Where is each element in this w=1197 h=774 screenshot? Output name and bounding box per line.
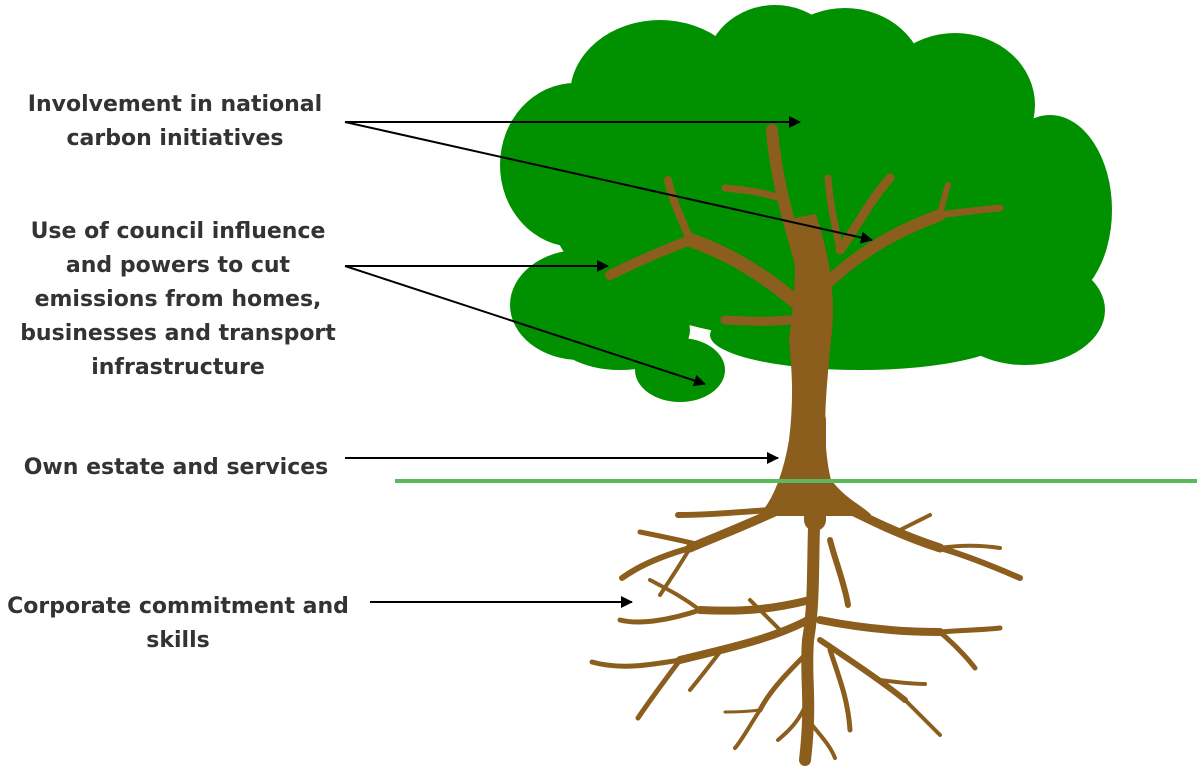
arrow-national-2 [344,121,873,244]
label-national-initiatives: Involvement in national carbon initiativ… [10,88,340,156]
arrow-council-2 [344,265,706,387]
label-line: and powers to cut [65,253,291,278]
label-corporate-commitment: Corporate commitment and skills [0,590,356,658]
label-line: emissions from homes, [34,287,322,312]
arrows [344,116,873,608]
label-line: Own estate and services [23,455,329,480]
label-line: Use of council influence [30,219,326,244]
label-line: businesses and transport [20,321,336,346]
label-line: skills [146,628,210,653]
label-line: infrastructure [91,355,265,380]
label-line: Involvement in national [27,92,323,117]
label-council-influence: Use of council influence and powers to c… [8,215,348,385]
tree-roots [589,494,1023,766]
label-line: carbon initiatives [66,126,284,151]
label-own-estate: Own estate and services [8,451,344,485]
label-line: Corporate commitment and [7,594,349,619]
tree-trunk [605,124,1004,531]
